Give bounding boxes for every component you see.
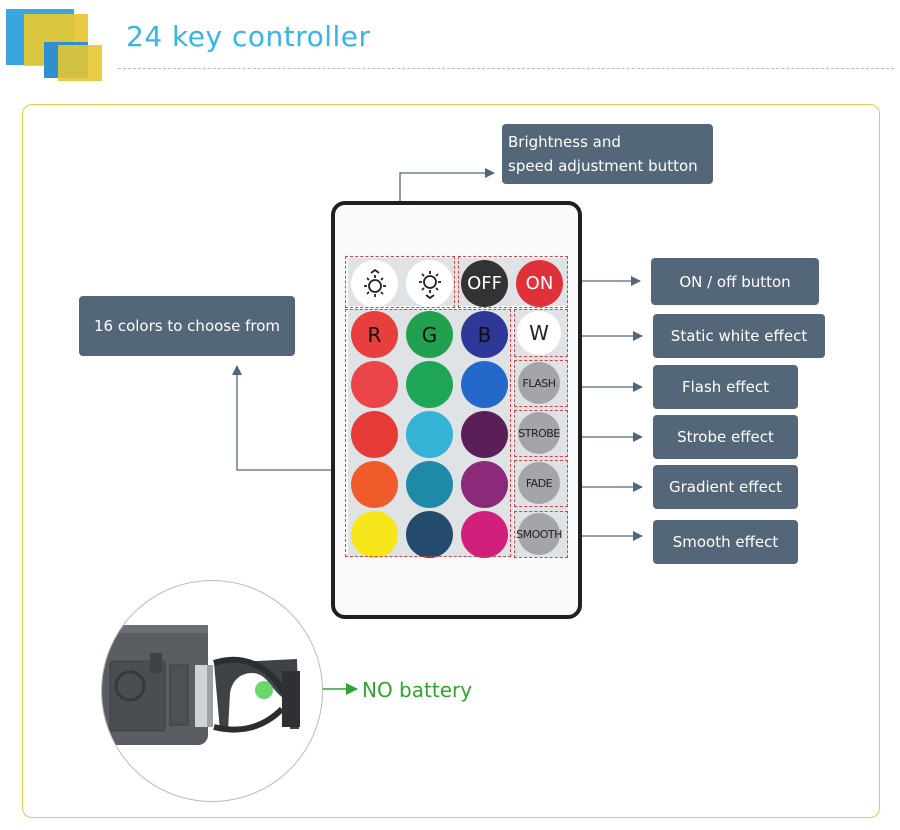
header-divider [118,68,894,69]
strobe-highlight [514,410,568,457]
flash-highlight [514,360,568,407]
brightness-down-icon [418,270,441,299]
brightness-highlight [345,256,455,308]
battery-compartment-illustration [102,625,300,745]
color-button[interactable] [461,511,508,558]
gradient-callout: Gradient effect [653,465,798,509]
no-battery-label: NO battery [362,678,473,702]
color-button-label: R [367,322,382,347]
power-highlight [458,256,568,308]
white-callout: Static white effect [653,314,825,358]
content-frame [22,104,880,818]
smooth-button[interactable]: SMOOTH [516,513,562,555]
color-button[interactable]: G [406,311,453,358]
white-button-label: W [529,321,549,345]
page-title: 24 key controller [126,20,371,53]
brightness-callout-line1: Brightness and [508,133,621,151]
color-button[interactable] [461,361,508,408]
brightness-callout-line2: speed adjustment button [508,157,698,175]
smooth-highlight [514,511,568,558]
onoff-callout: ON / off button [651,258,819,305]
logo-square-yellow-small [58,45,102,81]
brightness-up-icon [363,268,386,297]
color-button[interactable] [351,411,398,458]
color-button[interactable] [351,511,398,558]
flash-button[interactable]: FLASH [518,362,560,404]
flash-callout: Flash effect [653,365,798,409]
white-highlight [514,309,568,357]
color-button[interactable] [351,361,398,408]
strobe-callout: Strobe effect [653,415,798,459]
fade-button-label: FADE [525,476,553,490]
color-button[interactable] [406,361,453,408]
color-button-label: G [421,322,438,347]
power-off-label: OFF [467,273,502,294]
fade-button[interactable]: FADE [518,462,560,504]
color-button[interactable]: R [351,311,398,358]
color-button-label: B [477,322,492,347]
color-button[interactable] [351,461,398,508]
colors-callout: 16 colors to choose from [79,296,295,356]
brightness-down-button[interactable] [406,260,453,307]
power-off-button[interactable]: OFF [461,260,508,307]
smooth-button-label: SMOOTH [516,527,562,541]
color-button[interactable] [406,511,453,558]
color-button[interactable] [461,461,508,508]
brightness-up-button[interactable] [351,260,398,307]
fade-highlight [514,460,568,507]
color-button[interactable] [406,461,453,508]
power-on-button[interactable]: ON [516,260,563,307]
flash-button-label: FLASH [522,376,557,390]
white-button[interactable]: W [517,311,561,355]
color-button[interactable] [406,411,453,458]
power-on-label: ON [525,273,554,294]
brightness-callout: Brightness and speed adjustment button [502,124,713,184]
smooth-callout: Smooth effect [653,520,798,564]
strobe-button[interactable]: STROBE [518,412,560,454]
colors-highlight [345,309,511,557]
battery-closeup [101,580,323,802]
color-button[interactable]: B [461,311,508,358]
strobe-button-label: STROBE [518,426,560,440]
color-button[interactable] [461,411,508,458]
